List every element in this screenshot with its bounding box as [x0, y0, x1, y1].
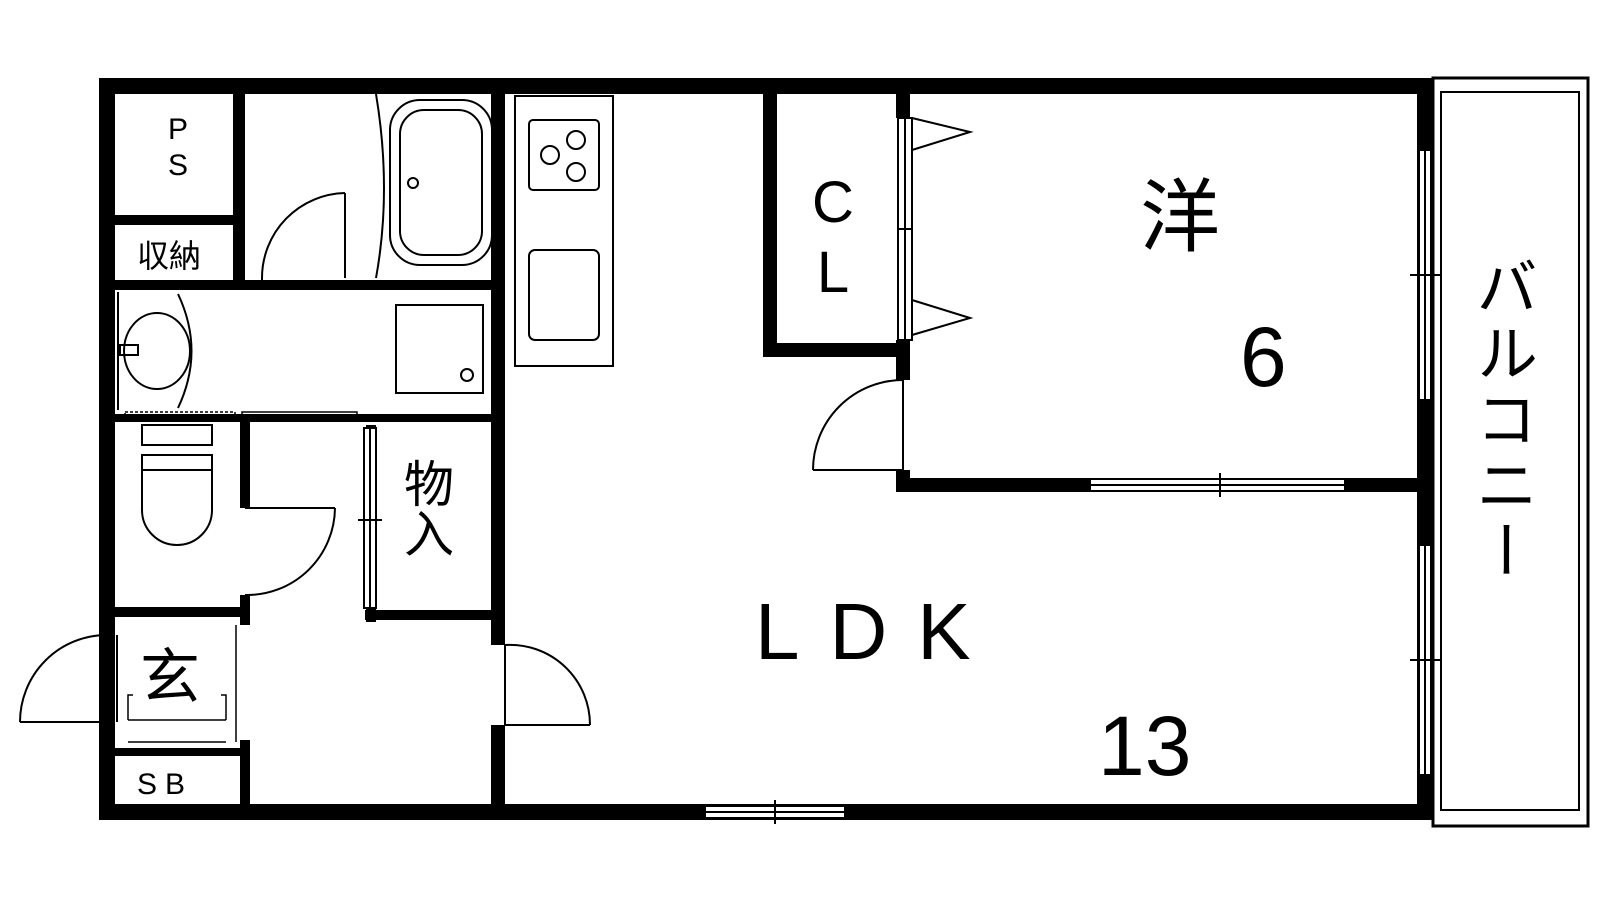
room-label-western: 洋	[1140, 171, 1220, 264]
storage-sliding-door	[358, 427, 382, 609]
room-size-ldk: 13	[1098, 699, 1192, 793]
room-label-storage-closet: 物入	[396, 458, 454, 558]
balcony-inner-rail	[1440, 91, 1580, 811]
toilet-door	[244, 507, 336, 597]
western-room-door	[812, 379, 904, 471]
washbasin	[117, 292, 193, 410]
entrance-door	[19, 634, 118, 723]
ldk-bottom-window	[704, 800, 846, 824]
room-label-shoebox: SB	[137, 768, 194, 801]
room-label-storage: 収納	[137, 237, 202, 275]
ldk-door	[504, 643, 592, 726]
room-size-western: 6	[1240, 310, 1287, 404]
room-label-closet: CL	[812, 170, 854, 305]
western-bottom-window	[1089, 473, 1346, 497]
room-label-balcony: バルコニー	[1465, 255, 1538, 585]
room-label-entrance: 玄	[140, 643, 200, 713]
room-label-ps: PS	[167, 113, 188, 182]
closet-sliding-doors	[897, 117, 974, 341]
bathtub	[375, 93, 493, 279]
balcony-window-upper	[1410, 149, 1440, 401]
balcony-window-lower	[1410, 544, 1440, 776]
kitchen-counter	[514, 95, 614, 367]
bath-door	[261, 192, 346, 285]
washroom-sliding-door	[124, 411, 358, 420]
washing-machine	[395, 304, 484, 394]
toilet	[141, 424, 213, 546]
room-label-ldk: LDK	[755, 587, 1001, 676]
balcony-outline	[1431, 76, 1590, 828]
entrance-step	[127, 625, 237, 743]
